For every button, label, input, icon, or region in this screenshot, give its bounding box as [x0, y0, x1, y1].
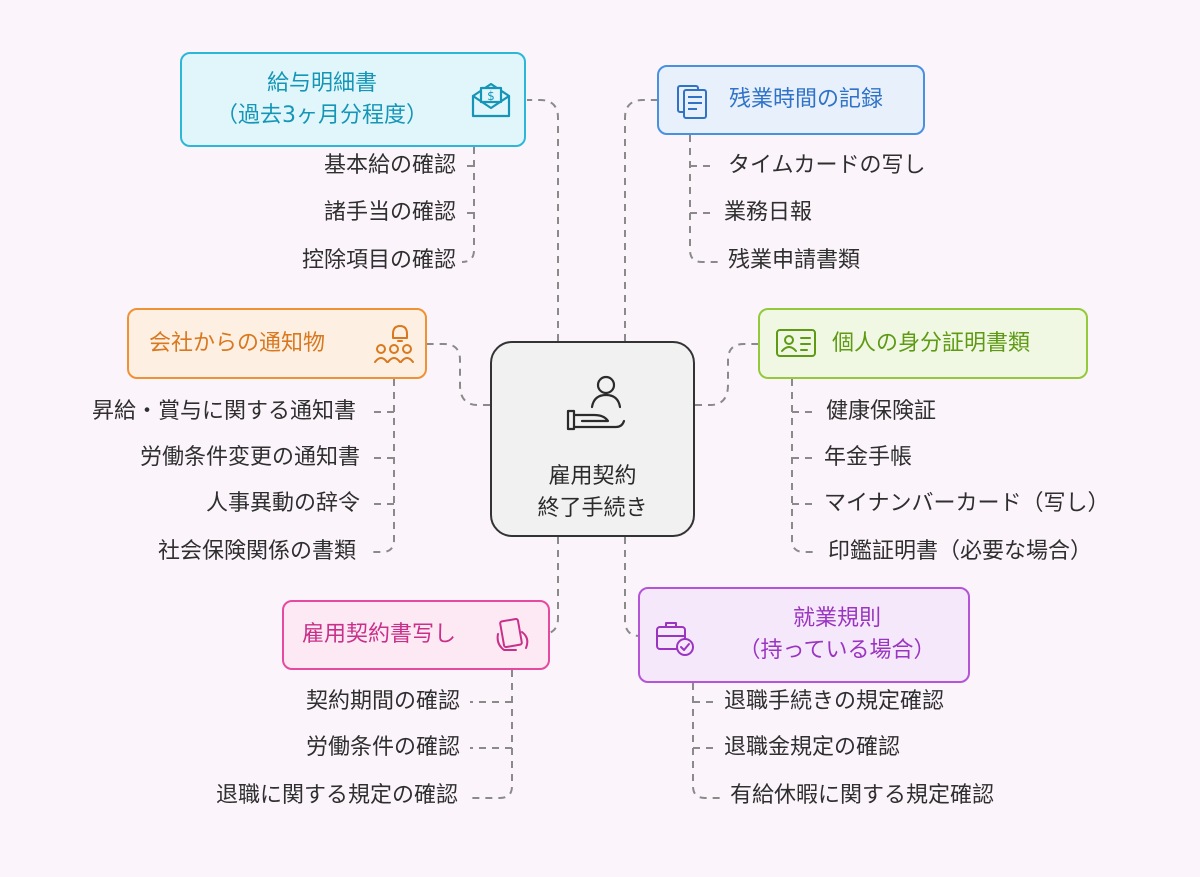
node-id-documents: 個人の身分証明書類 [758, 308, 1088, 379]
salary-envelope-icon: $ [471, 82, 511, 118]
hand-document-icon [496, 617, 529, 651]
node-overtime: 残業時間の記録 [657, 65, 925, 135]
connector-center-rules [624, 537, 641, 637]
connector-overtime-items [689, 135, 720, 263]
notice-item-1: 昇給・賞与に関する通知書 [91, 399, 356, 424]
copy-item-2: 労働条件の確認 [305, 735, 460, 760]
payslip-item-3: 控除項目の確認 [301, 248, 456, 273]
connector-notice-items [372, 379, 395, 553]
payslip-item-1: 基本給の確認 [323, 153, 456, 178]
connector-id-items [791, 379, 818, 553]
notice-item-4: 社会保険関係の書類 [157, 539, 356, 564]
person-handshake-icon [566, 375, 626, 431]
id-item-2: 年金手帳 [824, 445, 913, 470]
id-item-3: マイナンバーカード（写し） [824, 491, 1110, 516]
document-checklist-icon [677, 85, 707, 119]
notice-item-2: 労働条件変更の通知書 [139, 445, 360, 470]
svg-text:$: $ [487, 89, 495, 103]
payslip-title: 給与明細書 [266, 70, 377, 96]
connector-payslip-items [461, 147, 475, 263]
connector-rules-items [692, 683, 720, 799]
rules-item-2: 退職金規定の確認 [724, 735, 901, 760]
connector-center-id [695, 343, 758, 406]
copy-item-3: 退職に関する規定の確認 [215, 783, 458, 808]
payslip-subtitle: （過去3ヶ月分程度） [216, 102, 428, 128]
notice-item-3: 人事異動の辞令 [205, 491, 360, 516]
id-item-4: 印鑑証明書（必要な場合） [828, 539, 1093, 564]
bell-group-icon [374, 325, 414, 363]
node-payslip: 給与明細書 （過去3ヶ月分程度） $ [180, 52, 526, 147]
rules-subtitle: （持っている場合） [738, 638, 936, 663]
copy-item-1: 契約期間の確認 [305, 689, 460, 714]
notice-title: 会社からの通知物 [149, 330, 326, 356]
connector-copy-items [470, 670, 513, 799]
rules-title: 就業規則 [792, 606, 881, 632]
node-notice: 会社からの通知物 [127, 308, 427, 379]
rules-item-1: 退職手続きの規定確認 [724, 689, 945, 714]
overtime-item-3: 残業申請書類 [728, 248, 861, 273]
id-card-icon [776, 329, 816, 357]
center-title-line2: 終了手続き [537, 496, 648, 521]
connector-center-overtime [624, 99, 657, 341]
copy-title: 雇用契約書写し [302, 622, 457, 648]
rules-item-3: 有給休暇に関する規定確認 [730, 783, 995, 808]
node-contract-copy: 雇用契約書写し [282, 600, 550, 670]
center-node: 雇用契約 終了手続き [490, 341, 695, 537]
id-title: 個人の身分証明書類 [832, 330, 1031, 356]
overtime-title: 残業時間の記録 [729, 87, 884, 113]
id-item-1: 健康保険証 [826, 399, 937, 424]
center-title-line1: 雇用契約 [548, 464, 637, 490]
connector-center-notice [427, 343, 490, 406]
payslip-item-2: 諸手当の確認 [323, 200, 456, 225]
node-work-rules: 就業規則 （持っている場合） [638, 587, 970, 683]
connector-center-payslip [527, 99, 559, 341]
briefcase-check-icon [656, 622, 694, 656]
overtime-item-2: 業務日報 [724, 200, 813, 225]
overtime-item-1: タイムカードの写し [728, 153, 926, 178]
